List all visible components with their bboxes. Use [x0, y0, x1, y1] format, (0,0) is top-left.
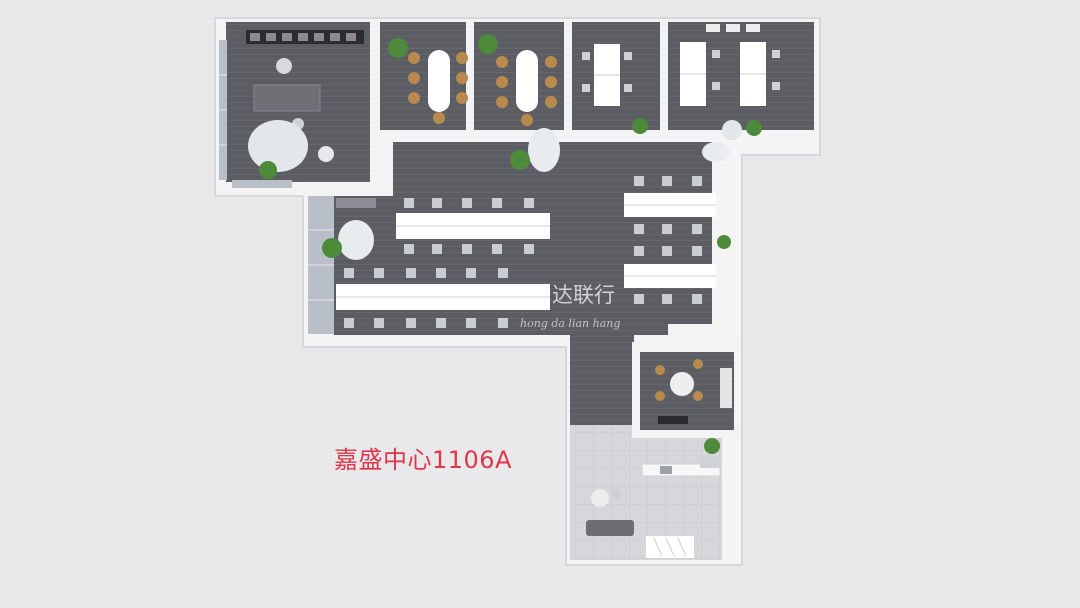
- meeting-room-1: [388, 38, 468, 124]
- office-room-4: [680, 24, 780, 140]
- plant-icon: [632, 118, 648, 134]
- columns: [338, 128, 730, 260]
- plan-label: 嘉盛中心1106A: [334, 446, 512, 474]
- round-table-icon: [318, 146, 334, 162]
- round-table-icon: [591, 489, 609, 507]
- plant-icon: [704, 438, 720, 454]
- office-chair-icon: [276, 58, 292, 74]
- plant-icon: [746, 120, 762, 136]
- plant-icon: [388, 38, 408, 58]
- reception-room: [655, 359, 732, 454]
- plant-icon: [478, 34, 498, 54]
- plant-icon: [259, 161, 277, 179]
- open-office-workstations: [322, 150, 731, 336]
- sofa-icon: [586, 520, 634, 536]
- plant-icon: [717, 235, 731, 249]
- meeting-room-1-floor: [380, 22, 466, 130]
- meeting-room-2: [478, 34, 557, 126]
- manager-office: [246, 30, 364, 179]
- watermark-text: 达联行: [552, 283, 615, 307]
- round-table-icon: [670, 372, 694, 396]
- corridor-floor: [570, 335, 634, 425]
- office-room-3: [582, 44, 648, 134]
- plant-icon: [510, 150, 530, 170]
- plant-icon: [322, 238, 342, 258]
- lounge-area: [586, 456, 721, 558]
- watermark-pinyin: hong da lian hang: [520, 317, 621, 330]
